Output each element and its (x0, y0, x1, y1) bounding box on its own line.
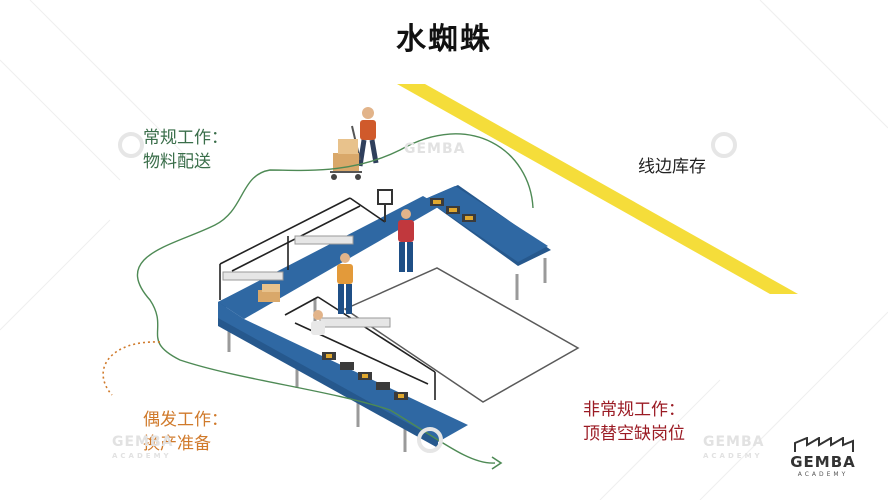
occasional-dotted-path (102, 341, 161, 396)
worker-2 (337, 253, 353, 314)
monitor (377, 189, 393, 222)
logo-sawtooth-icon (794, 437, 854, 452)
nonroutine-work-title: 非常规工作： (583, 400, 685, 420)
watermark-text: GEMBA (404, 141, 466, 157)
watermark-sub: ACADEMY (703, 452, 763, 460)
nonroutine-work-label: 非常规工作： 顶替空缺岗位 (583, 398, 685, 446)
path-arrow-icon (491, 456, 503, 470)
watermark-sub: ACADEMY (112, 452, 172, 460)
worker-3 (311, 310, 325, 335)
routine-work-label: 常规工作： 物料配送 (143, 126, 228, 174)
routine-work-title: 常规工作： (143, 128, 228, 148)
page-title: 水蜘蛛 (396, 22, 492, 57)
watermark-gb-icons (118, 132, 737, 453)
conveyor-right-section (218, 302, 468, 442)
watermark-text: GEMBA (703, 434, 765, 450)
logo-sub: ACADEMY (797, 471, 849, 478)
routine-work-desc: 物料配送 (143, 152, 211, 172)
conveyor-right-shadow (218, 318, 438, 448)
logo-word: GEMBA (790, 453, 856, 471)
nonroutine-work-desc: 顶替空缺岗位 (583, 424, 685, 444)
floor-outline (343, 267, 580, 403)
parts-bins (258, 198, 476, 400)
upper-rack (219, 197, 386, 300)
occasional-work-label: 偶发工作： 换产准备 (143, 408, 228, 456)
watermark-text: GEMBA (112, 434, 174, 450)
conveyor-top-section (425, 186, 548, 262)
lineside-inventory-band (397, 84, 798, 294)
routine-work-path (136, 133, 534, 464)
lineside-inventory-label: 线边库存 (638, 157, 706, 177)
worker-1 (398, 209, 414, 272)
gemba-academy-logo: GEMBA ACADEMY (773, 437, 873, 483)
occasional-work-desc: 换产准备 (143, 434, 211, 454)
occasional-work-title: 偶发工作： (143, 410, 228, 430)
